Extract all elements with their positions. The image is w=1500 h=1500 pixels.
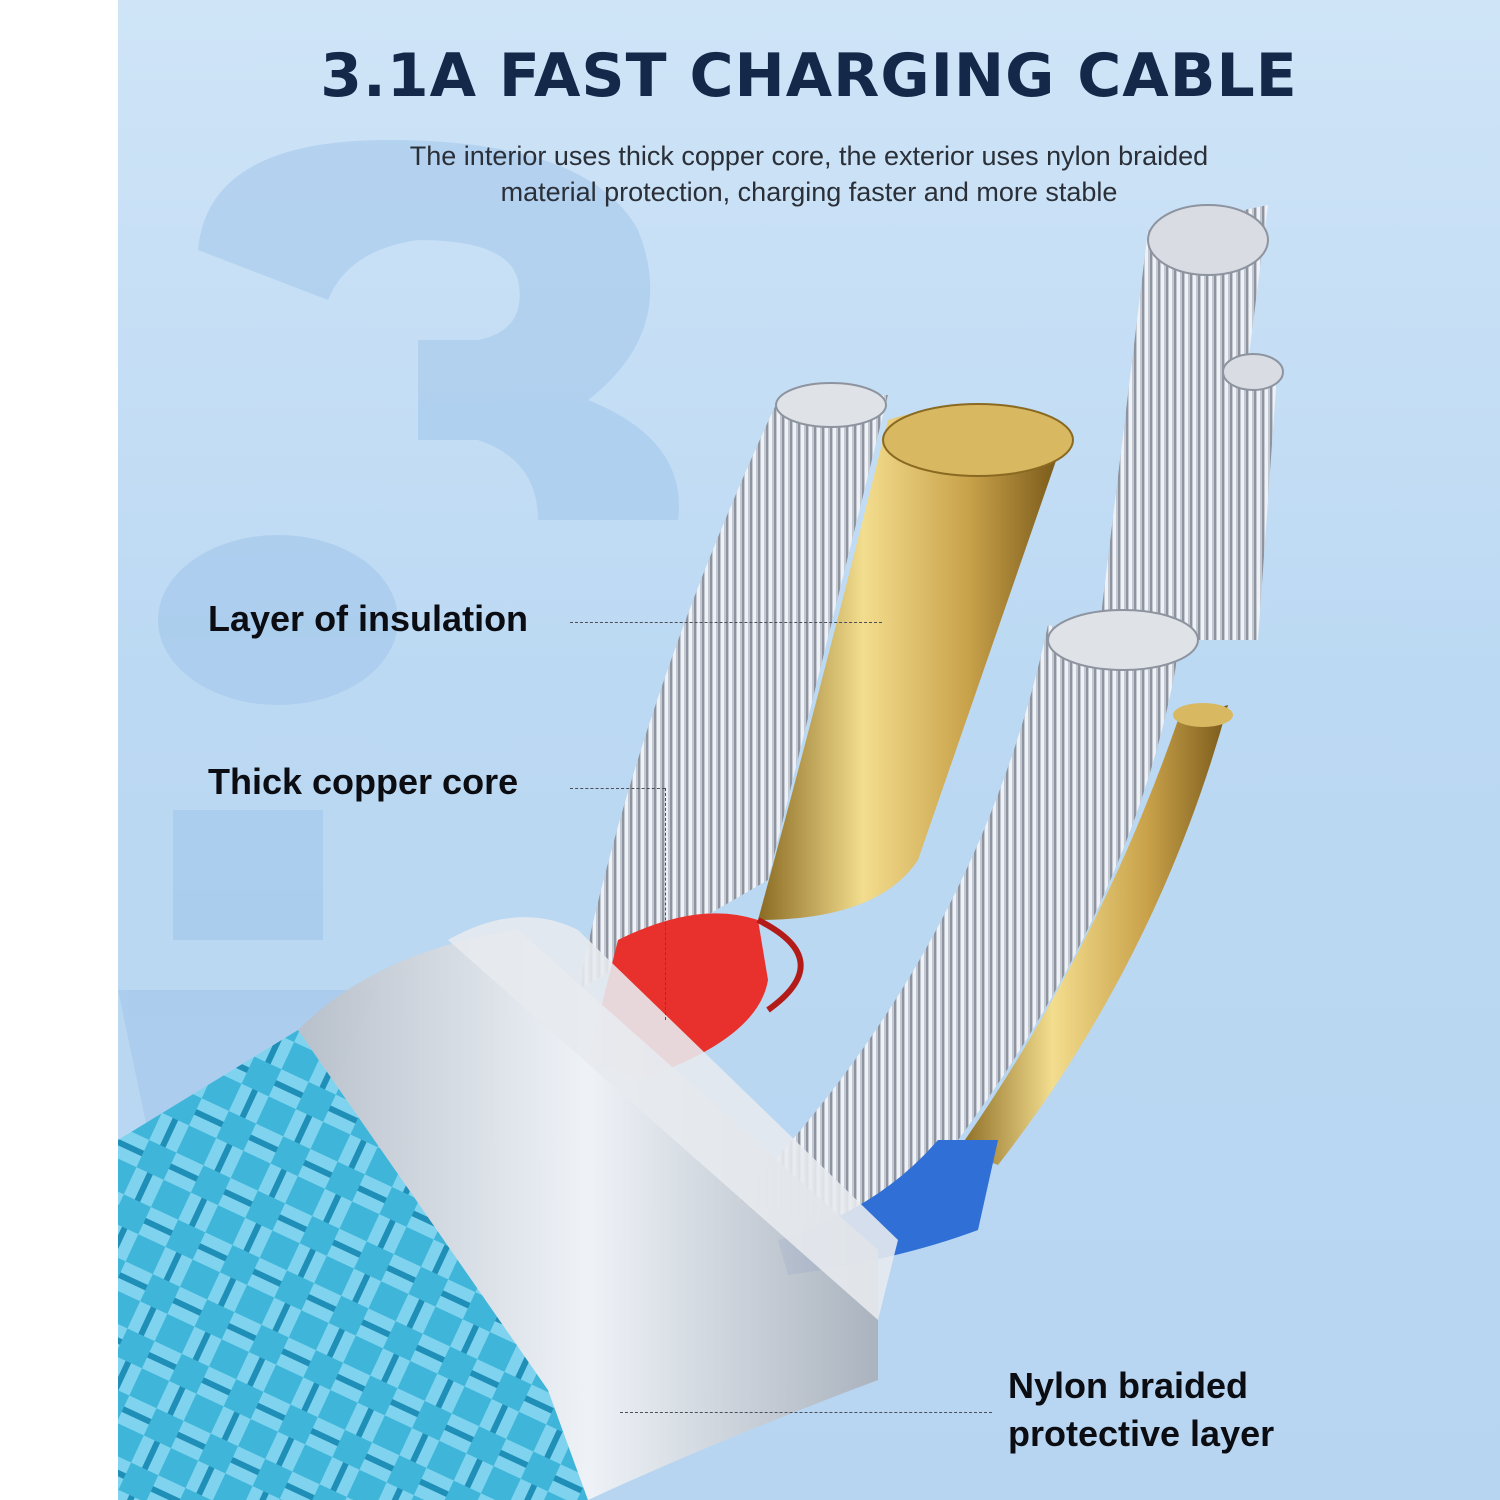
- callout-copper-leader-vertical: [665, 788, 666, 1020]
- callout-insulation-label: Layer of insulation: [208, 598, 529, 639]
- banner-subtitle: The interior uses thick copper core, the…: [118, 138, 1500, 210]
- callout-nylon-leader: [620, 1412, 992, 1413]
- callout-copper-leader-horizontal: [570, 788, 665, 789]
- callout-nylon-line-1: Nylon braided: [1008, 1365, 1249, 1406]
- callout-nylon-line-2: protective layer: [1008, 1413, 1275, 1454]
- callout-insulation-leader: [570, 622, 882, 623]
- cable-cross-section-illustration: [118, 204, 1284, 1500]
- callout-copper-label: Thick copper core: [208, 761, 519, 802]
- subtitle-line-2: material protection, charging faster and…: [500, 177, 1118, 207]
- product-banner: [118, 0, 1500, 1500]
- subtitle-line-1: The interior uses thick copper core, the…: [409, 141, 1209, 171]
- callout-nylon-label: Nylon braided protective layer: [1008, 1362, 1274, 1458]
- banner-title: 3.1A FAST CHARGING CABLE: [320, 41, 1298, 111]
